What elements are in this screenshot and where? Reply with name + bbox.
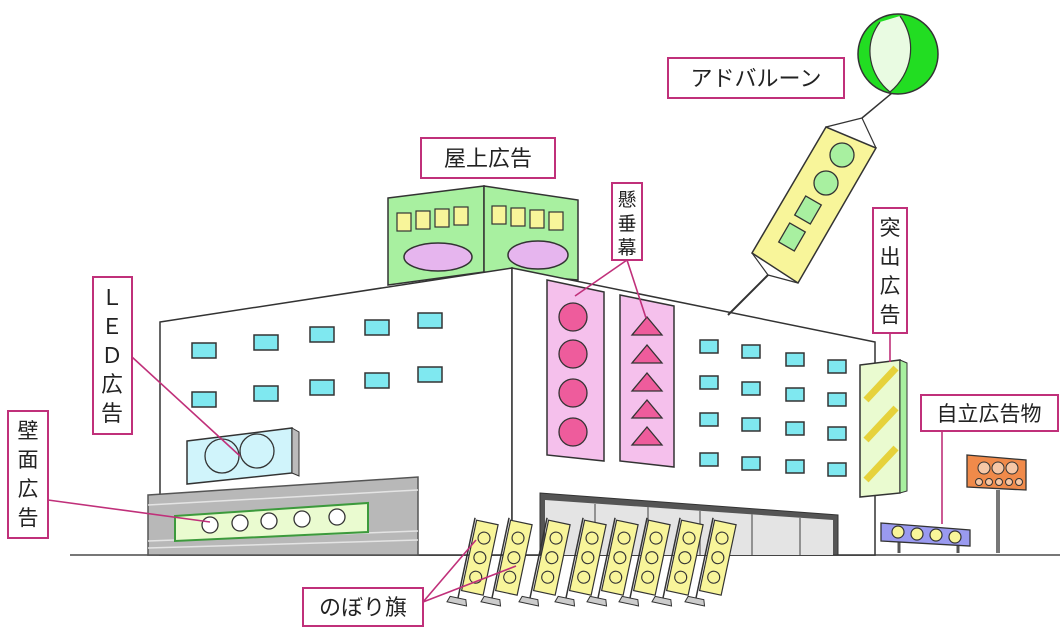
nobori-flag [554,517,607,607]
rooftop-sign [387,185,579,286]
left-windows [191,312,443,408]
nobori-flag [651,517,704,607]
projecting-sign [859,359,908,498]
leader-lines [47,259,943,603]
svg-text:懸: 懸 [617,189,636,211]
right-windows [699,339,847,477]
label-freestanding: 自立広告物 [920,394,1059,432]
ad-balloon [727,13,939,316]
label-projecting: 突 出 広 告 [872,207,908,334]
nobori-flag [684,517,737,607]
svg-text:広: 広 [18,477,39,501]
svg-text:アドバルーン: アドバルーン [691,67,822,92]
freestanding-sign-low [880,522,971,553]
nobori-flag [480,517,533,607]
svg-text:自立広告物: 自立広告物 [937,402,1042,426]
svg-text:突: 突 [880,216,901,240]
svg-text:告: 告 [880,303,901,327]
nobori-flag [618,517,671,607]
hanging-banner-circles [546,279,605,462]
svg-text:面: 面 [18,448,39,472]
svg-text:屋上広告: 屋上広告 [444,147,532,172]
label-wall: 壁 面 広 告 [7,410,49,539]
label-rooftop: 屋上広告 [420,137,556,179]
svg-text:幕: 幕 [617,237,636,259]
svg-text:出: 出 [880,245,901,269]
svg-text:Ｌ: Ｌ [101,286,123,311]
freestanding-sign-tall [966,454,1027,553]
svg-text:垂: 垂 [617,213,636,235]
svg-text:広: 広 [101,373,123,398]
svg-text:Ｄ: Ｄ [101,344,123,369]
svg-text:Ｅ: Ｅ [101,315,123,340]
nobori-flag [446,517,499,607]
label-led: Ｌ Ｅ Ｄ 広 告 [92,276,133,435]
svg-text:壁: 壁 [18,419,39,443]
svg-text:告: 告 [18,506,39,530]
label-banner: 懸 垂 幕 [611,182,643,261]
svg-text:広: 広 [880,274,901,298]
wall-sign [174,501,369,543]
nobori-flag [518,517,571,607]
svg-text:告: 告 [101,402,123,427]
nobori-flags [446,517,737,607]
hanging-banner-triangles [619,294,675,468]
nobori-flag [586,517,639,607]
label-nobori: のぼり旗 [302,587,424,627]
svg-text:のぼり旗: のぼり旗 [319,596,407,621]
label-adballoon: アドバルーン [667,57,845,99]
